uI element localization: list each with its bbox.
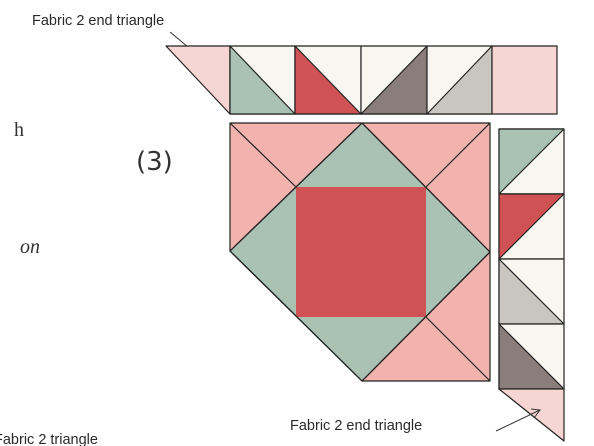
center-block-red-square bbox=[296, 187, 426, 317]
cutoff-bottom-label: Fabric 2 triangle bbox=[0, 432, 98, 446]
center-block-seams bbox=[229, 122, 491, 382]
top-end-triangle-label: Fabric 2 end triangle bbox=[32, 13, 164, 29]
top-end-triangle bbox=[165, 45, 231, 115]
right-strip bbox=[498, 128, 565, 442]
center-block bbox=[229, 122, 491, 382]
cutoff-text-fragment-2: on bbox=[20, 236, 40, 258]
bottom-label-arrow bbox=[495, 408, 541, 432]
top-strip bbox=[165, 45, 558, 115]
right-end-triangle bbox=[498, 388, 565, 442]
step-number: (3) bbox=[136, 147, 173, 177]
top-end-square bbox=[491, 45, 558, 115]
cutoff-text-fragment-1: h bbox=[14, 119, 24, 141]
bottom-end-triangle-label: Fabric 2 end triangle bbox=[290, 418, 422, 434]
